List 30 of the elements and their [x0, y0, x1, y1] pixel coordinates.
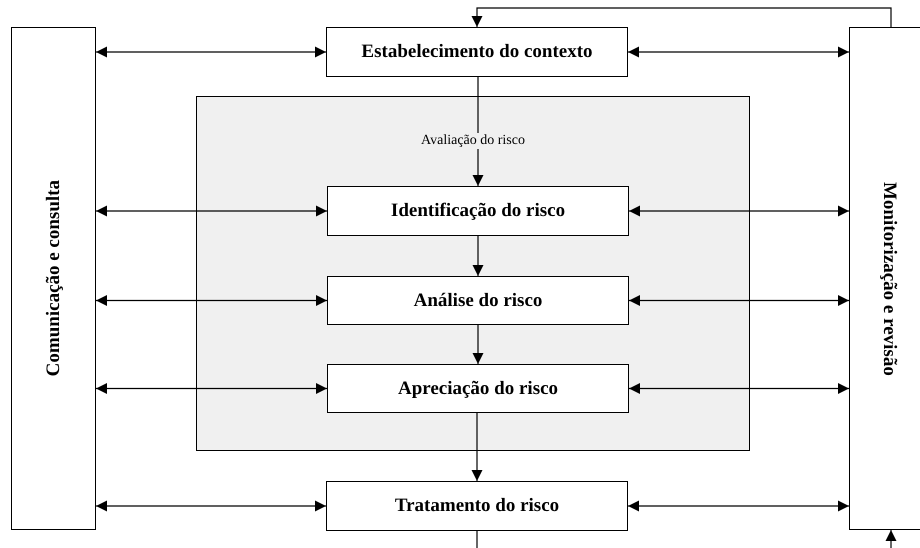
- arrow: [96, 295, 327, 306]
- arrow: [628, 46, 849, 58]
- arrow: [472, 325, 484, 364]
- arrow: [472, 413, 482, 481]
- process-box: [327, 186, 629, 236]
- box-label: Análise do risco: [414, 290, 542, 312]
- arrow: [96, 46, 326, 58]
- process-box: [327, 276, 629, 325]
- box-label: Monitorização e revisão: [878, 182, 900, 376]
- arrow: [628, 500, 849, 512]
- arrow: [629, 295, 849, 306]
- group-panel: [196, 96, 750, 451]
- arrow: [629, 383, 849, 394]
- process-box: [326, 27, 628, 77]
- arrow: [629, 206, 849, 216]
- arrow: [886, 530, 896, 548]
- box-label: Tratamento do risco: [394, 495, 560, 517]
- box-label: Identificação do risco: [390, 200, 566, 222]
- process-box: [327, 364, 629, 413]
- box-label: Estabelecimento do contexto: [361, 41, 593, 63]
- box-label: Comunicação e consulta: [42, 180, 64, 377]
- side-panel: [849, 27, 920, 530]
- arrow: [472, 7, 892, 27]
- arrow: [96, 206, 327, 216]
- arrow: [472, 236, 484, 276]
- process-box: [326, 481, 628, 531]
- arrow: [96, 500, 326, 512]
- box-label: Apreciação do risco: [398, 378, 558, 400]
- arrow: [96, 383, 327, 394]
- side-panel: [11, 27, 96, 530]
